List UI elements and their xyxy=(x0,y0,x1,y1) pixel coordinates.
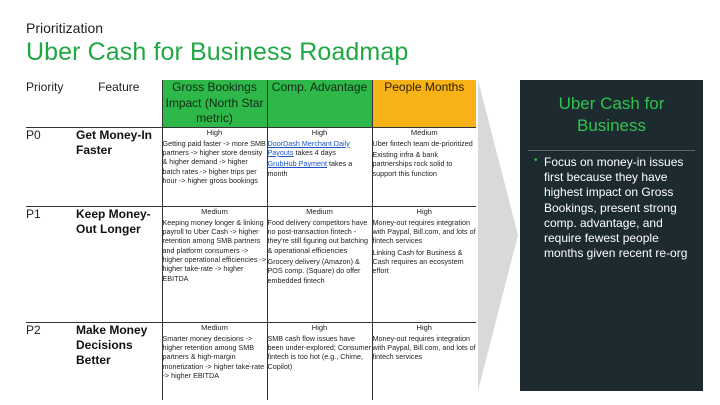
summary-bullet: • Focus on money-in issues first because… xyxy=(534,155,693,262)
col-header-gross-bookings: Gross Bookings Impact (North Star metric… xyxy=(161,80,267,128)
summary-text: Focus on money-in issues first because t… xyxy=(544,155,688,261)
summary-panel: Uber Cash for Business • Focus on money-… xyxy=(520,80,703,391)
people-months-cell: High Money-out requires integration with… xyxy=(371,322,476,401)
cell-text: DoorDash Merchant Daily Payouts takes 4 … xyxy=(268,139,372,158)
slide-title: Uber Cash for Business Roadmap xyxy=(26,38,409,66)
chevron-arrow-icon xyxy=(478,80,518,391)
gross-bookings-cell: Medium Smarter money decisions -> higher… xyxy=(161,322,267,401)
cell-text: Uber fintech team de-prioritized xyxy=(372,138,473,148)
feature-cell: Make Money Decisions Better xyxy=(76,322,148,367)
table-row: P2 Make Money Decisions Better Medium Sm… xyxy=(26,322,476,401)
link-trailing-text: takes a month xyxy=(267,159,353,178)
cell-text: Linking Cash for Business & Cash require… xyxy=(372,247,464,276)
comp-advantage-cell: High DoorDash Merchant Daily Payouts tak… xyxy=(266,127,372,207)
table-row: P0 Get Money-In Faster High Getting paid… xyxy=(26,127,476,207)
impact-level: Medium xyxy=(306,206,333,216)
people-months-cell: High Money-out requires integration with… xyxy=(371,206,476,323)
gross-bookings-cell: High Getting paid faster -> more SMB par… xyxy=(161,127,267,207)
priority-cell: P2 xyxy=(26,322,41,337)
feature-cell: Keep Money-Out Longer xyxy=(76,206,151,236)
cell-text: Money-out requires integration with Payp… xyxy=(372,217,476,246)
summary-list: • Focus on money-in issues first because… xyxy=(520,155,703,262)
cell-text: Food delivery competitors have no post-t… xyxy=(267,217,368,255)
summary-title: Uber Cash for Business xyxy=(528,80,695,151)
link-trailing-text: takes 4 days xyxy=(293,147,336,157)
col-header-comp-advantage: Comp. Advantage xyxy=(266,80,372,128)
priority-cell: P0 xyxy=(26,127,41,142)
col-header-feature: Feature xyxy=(98,80,140,94)
slide-eyebrow: Prioritization xyxy=(26,20,104,36)
bullet-icon: • xyxy=(534,155,538,166)
col-header-priority: Priority xyxy=(26,80,64,94)
cell-text: SMB cash flow issues have been under-exp… xyxy=(267,333,371,371)
impact-level: High xyxy=(416,322,432,332)
table-header-row: Priority Feature Gross Bookings Impact (… xyxy=(26,80,476,128)
grubhub-payment-link[interactable]: GrubHub Payment xyxy=(267,159,328,169)
roadmap-table: Priority Feature Gross Bookings Impact (… xyxy=(26,80,476,401)
cell-text: Grocery delivery (Amazon) & POS comp. (S… xyxy=(267,256,361,285)
impact-level: Medium xyxy=(410,127,438,137)
priority-cell: P1 xyxy=(26,206,41,221)
col-header-people-months: People Months xyxy=(371,80,476,128)
impact-level: Medium xyxy=(201,322,228,332)
cell-text: GrubHub Payment takes a month xyxy=(268,159,372,178)
doordash-payouts-link[interactable]: DoorDash Merchant Daily Payouts xyxy=(267,138,350,157)
cell-text: Money-out requires integration with Payp… xyxy=(372,333,476,362)
impact-level: High xyxy=(206,127,223,137)
impact-level: High xyxy=(311,127,328,137)
table-row: P1 Keep Money-Out Longer Medium Keeping … xyxy=(26,206,476,323)
comp-advantage-cell: High SMB cash flow issues have been unde… xyxy=(266,322,372,401)
cell-text: Getting paid faster -> more SMB partners… xyxy=(162,138,266,185)
cell-text: Smarter money decisions -> higher retent… xyxy=(162,333,265,380)
comp-advantage-cell: Medium Food delivery competitors have no… xyxy=(266,206,372,323)
cell-text: Existing infra & bank partnerships rock … xyxy=(372,149,453,178)
impact-level: High xyxy=(416,206,432,216)
impact-level: Medium xyxy=(201,206,228,216)
feature-cell: Get Money-In Faster xyxy=(76,127,153,157)
cell-text: Keeping money longer & linking payroll t… xyxy=(162,217,267,283)
impact-level: High xyxy=(311,322,328,332)
gross-bookings-cell: Medium Keeping money longer & linking pa… xyxy=(161,206,267,323)
people-months-cell: Medium Uber fintech team de-prioritized … xyxy=(371,127,476,207)
